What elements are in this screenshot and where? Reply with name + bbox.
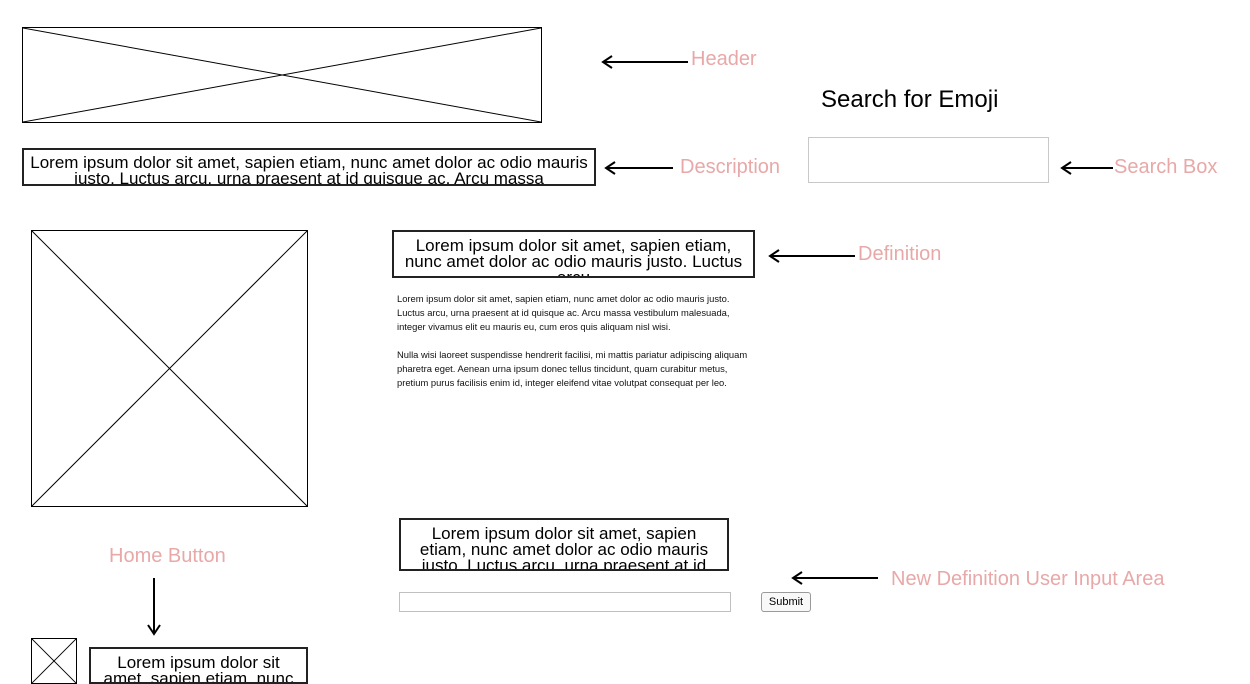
definition-heading-box: Lorem ipsum dolor sit amet, sapien etiam… <box>392 230 755 278</box>
home-button-annotation: Home Button <box>109 545 226 567</box>
search-title: Search for Emoji <box>821 86 999 113</box>
new-definition-prompt: Lorem ipsum dolor sit amet, sapien etiam… <box>419 524 709 571</box>
header-annotation: Header <box>691 48 757 70</box>
new-definition-arrow-icon <box>791 571 878 585</box>
description-text: Lorem ipsum dolor sit amet, sapien etiam… <box>30 153 588 186</box>
definition-paragraph-2: Nulla wisi laoreet suspendisse hendrerit… <box>397 349 748 388</box>
definition-heading: Lorem ipsum dolor sit amet, sapien etiam… <box>404 236 743 278</box>
home-arrow-icon <box>147 578 161 636</box>
home-button-icon[interactable] <box>31 638 77 684</box>
header-arrow-icon <box>601 55 688 69</box>
emoji-placeholder-cross <box>32 231 307 506</box>
header-image-placeholder <box>22 27 542 123</box>
description-arrow-icon <box>604 161 673 175</box>
home-button[interactable]: Lorem ipsum dolor sit amet, sapien etiam… <box>89 647 308 684</box>
submit-button[interactable]: Submit <box>761 592 811 612</box>
definition-arrow-icon <box>768 249 855 263</box>
search-box-annotation: Search Box <box>1114 156 1218 178</box>
search-input[interactable] <box>808 137 1049 183</box>
home-icon-cross <box>32 639 76 683</box>
new-definition-input[interactable] <box>399 592 731 612</box>
new-definition-prompt-box: Lorem ipsum dolor sit amet, sapien etiam… <box>399 518 729 571</box>
description-annotation: Description <box>680 156 781 178</box>
emoji-image-placeholder <box>31 230 308 507</box>
new-definition-annotation: New Definition User Input Area <box>891 568 1165 590</box>
header-placeholder-cross <box>23 28 541 122</box>
search-arrow-icon <box>1060 161 1113 175</box>
definition-paragraph-1: Lorem ipsum dolor sit amet, sapien etiam… <box>397 293 730 332</box>
description-text-box: Lorem ipsum dolor sit amet, sapien etiam… <box>22 148 596 186</box>
definition-annotation: Definition <box>858 243 942 265</box>
home-button-label: Lorem ipsum dolor sit amet, sapien etiam… <box>103 653 294 684</box>
